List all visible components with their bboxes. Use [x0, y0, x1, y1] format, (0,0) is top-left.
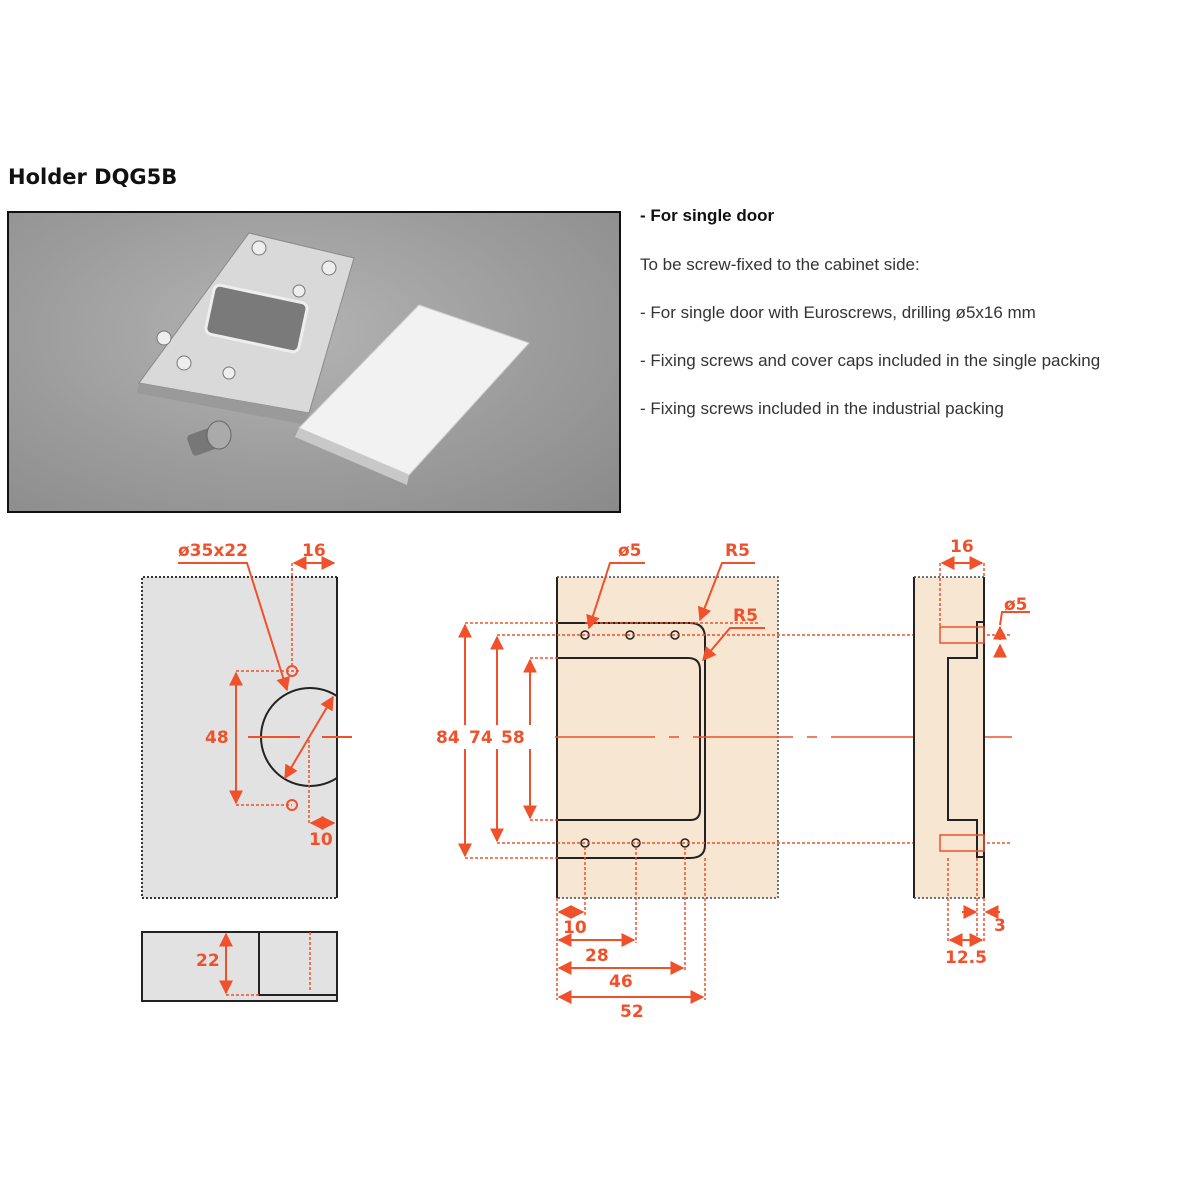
thickness-label: 12.5 — [945, 948, 987, 968]
hole-spacing-label: 48 — [205, 728, 229, 748]
description: - For single door To be screw-fixed to t… — [640, 205, 1190, 446]
width-52-label: 52 — [620, 1002, 644, 1022]
side-depth-label: 16 — [950, 537, 974, 557]
description-line: - Fixing screws included in the industri… — [640, 399, 1004, 418]
side-drawing: 16 ø5 3 12.5 — [913, 537, 1030, 968]
description-line: To be screw-fixed to the cabinet side: — [640, 255, 920, 274]
width-46-label: 46 — [609, 972, 633, 992]
height-84-label: 84 — [436, 728, 460, 748]
page-title: Holder DQG5B — [8, 165, 178, 189]
depth-dimension-label: 22 — [196, 951, 220, 971]
hole-diameter-label: ø5 — [618, 541, 642, 561]
width-28-label: 28 — [585, 946, 609, 966]
plate-drawing: 84 74 58 10 28 46 52 ø5 R5 R5 — [436, 541, 1012, 1022]
height-74-label: 74 — [469, 728, 493, 748]
inner-radius-label: R5 — [733, 606, 758, 626]
holder-photo-illustration — [137, 232, 530, 485]
description-line: - For single door with Euroscrews, drill… — [640, 303, 1036, 322]
screw-hole-marker — [286, 799, 298, 811]
width-10-label: 10 — [563, 918, 587, 938]
description-line: - Fixing screws and cover caps included … — [640, 351, 1101, 370]
step-label: 3 — [994, 916, 1006, 936]
center-offset-label: 10 — [309, 830, 333, 850]
description-heading: - For single door — [640, 206, 775, 225]
door-drawing: ø35x22 16 48 10 22 — [141, 541, 352, 1002]
screw-hole-marker — [286, 665, 298, 677]
cup-dimension-label: ø35x22 — [178, 541, 248, 561]
height-58-label: 58 — [501, 728, 525, 748]
outer-radius-label: R5 — [725, 541, 750, 561]
product-photo — [7, 211, 621, 513]
side-hole-label: ø5 — [1004, 595, 1028, 615]
edge-dimension-label: 16 — [302, 541, 326, 561]
